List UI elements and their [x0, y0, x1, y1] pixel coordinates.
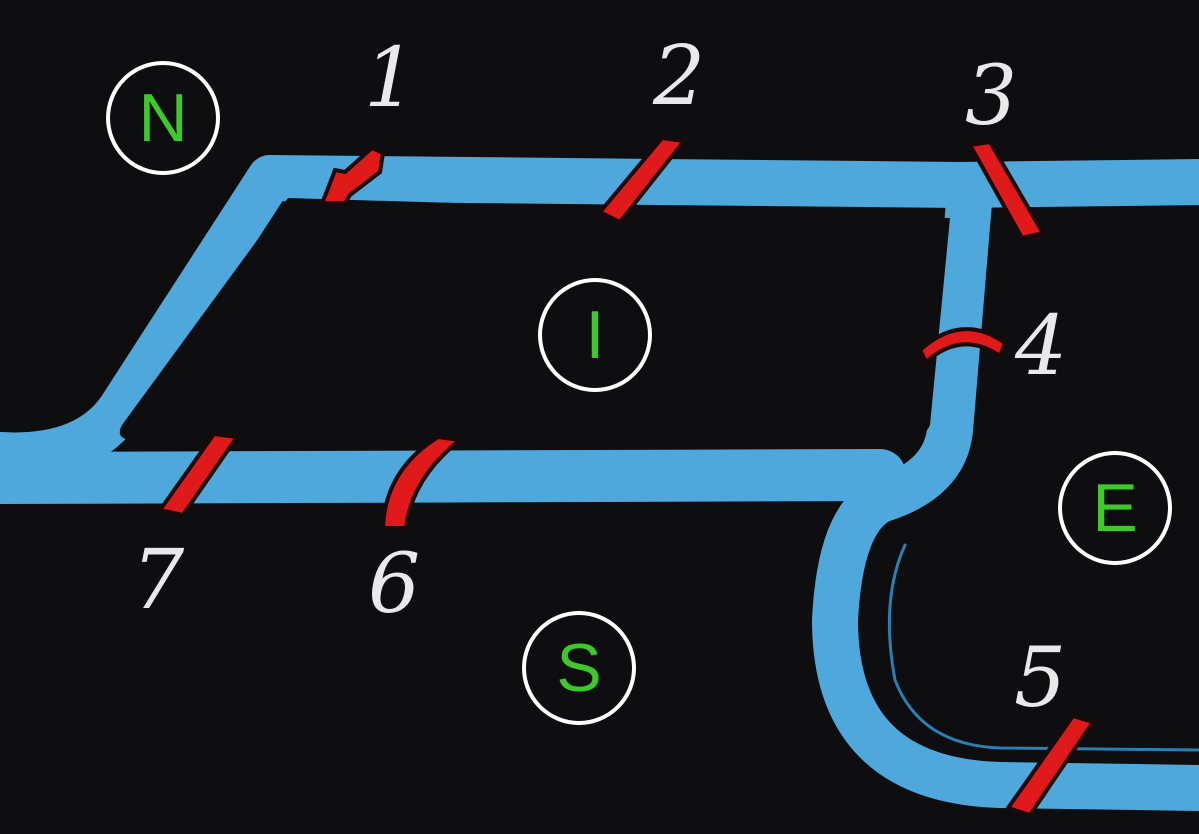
island-landmass — [119, 198, 951, 440]
bridge-2[interactable] — [596, 135, 688, 225]
river — [0, 155, 1199, 811]
bridge-number-4: 4 — [1014, 299, 1067, 394]
region-south[interactable]: S — [522, 611, 636, 725]
bridge-number-5: 5 — [1014, 631, 1066, 726]
region-letter-island: I — [586, 297, 605, 373]
bridge-number-3: 3 — [965, 49, 1017, 144]
bridge-number-2: 2 — [652, 29, 705, 124]
bridge-7[interactable] — [156, 431, 241, 518]
bridge-4[interactable] — [917, 327, 1008, 366]
bridge-number-6: 6 — [368, 537, 420, 632]
bridge-number-1: 1 — [364, 31, 416, 126]
region-island[interactable]: I — [538, 278, 652, 392]
bridge-6[interactable] — [380, 434, 465, 530]
bridge-5[interactable] — [1004, 713, 1097, 818]
region-letter-north: N — [138, 80, 187, 156]
region-north[interactable]: N — [106, 61, 220, 175]
region-letter-east: E — [1092, 470, 1137, 546]
region-east[interactable]: E — [1058, 451, 1172, 565]
region-letter-south: S — [556, 630, 601, 706]
bridge-3[interactable] — [966, 139, 1047, 241]
bridge-1[interactable] — [318, 145, 386, 205]
bridge-number-7: 7 — [132, 533, 185, 628]
